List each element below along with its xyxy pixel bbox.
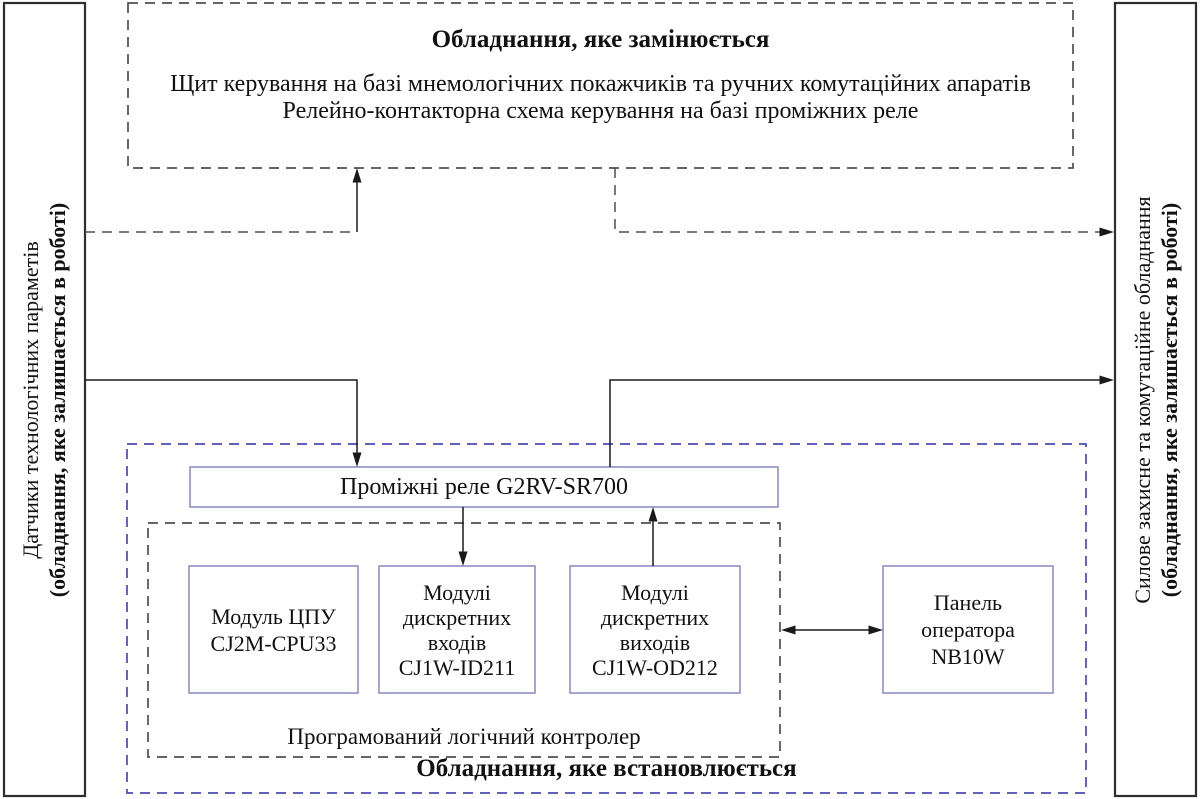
cpu-module-line1: Модуль ЦПУ <box>211 603 336 629</box>
replaced-to-power-dashed-line <box>614 168 1102 233</box>
left-sidebar-line1: Датчики технологічних параметів <box>18 240 43 559</box>
cpu-module-box: Модуль ЦПУ CJ2M-CPU33 <box>189 566 358 693</box>
installed-equipment-title: Обладнання, яке встановлюється <box>416 755 797 782</box>
left-sidebar-line2: (обладнання, яке залишається в роботі) <box>45 202 70 597</box>
replaced-equipment-title: Обладнання, яке замінюється <box>431 26 770 53</box>
left-sidebar-sensors: Датчики технологічних параметів (обладна… <box>3 2 85 797</box>
cpu-module-line2: CJ2M-CPU33 <box>210 630 337 656</box>
arrowhead-right-into-power-top <box>1099 227 1114 237</box>
input-module-line3: входів <box>427 629 487 655</box>
installed-equipment-box-border <box>126 443 1087 794</box>
arrowhead-up-into-replaced <box>352 168 362 183</box>
plc-box-border <box>147 522 781 758</box>
relay-box: Проміжні реле G2RV-SR700 <box>190 467 778 507</box>
operator-panel-box: Панель оператора NB10W <box>883 566 1053 693</box>
arrowhead-right-into-panel <box>868 625 883 635</box>
relay-box-border <box>189 466 779 508</box>
operator-panel-line1: Панель <box>933 590 1003 615</box>
replaced-equipment-box-border <box>127 2 1074 169</box>
plc-caption: Програмований логічний контролер <box>287 724 641 749</box>
input-module-line2: дискретних <box>402 604 512 630</box>
right-sidebar-text: Силове захисне та комутаційне обладнання… <box>1129 196 1183 603</box>
left-sidebar-box-border <box>2 1 87 798</box>
input-module-box: Модулі дискретних входів CJ1W-ID211 <box>379 566 535 693</box>
left-sidebar-text: Датчики технологічних параметів (обладна… <box>17 202 71 597</box>
replaced-equipment-line1: Щит керування на базі мнемологічних пока… <box>170 71 1031 97</box>
output-module-line2: дискретних <box>600 604 710 630</box>
relay-box-label: Проміжні реле G2RV-SR700 <box>340 473 628 500</box>
right-sidebar-box-border <box>1113 1 1198 798</box>
right-sidebar-power-equipment: Силове захисне та комутаційне обладнання… <box>1115 2 1197 797</box>
arrowhead-down-into-relay <box>352 452 362 467</box>
arrowhead-down-into-input-module <box>458 551 468 566</box>
right-sidebar-line2: (обладнання, яке залишається в роботі) <box>1157 202 1182 597</box>
sensors-to-relay-line <box>85 379 358 455</box>
input-module-line4: CJ1W-ID211 <box>398 654 516 680</box>
input-module-box-border <box>378 565 536 694</box>
output-module-line4: CJ1W-OD212 <box>592 654 718 680</box>
arrowhead-right-into-power-bottom <box>1099 375 1114 385</box>
arrowhead-left-into-plc <box>781 625 796 635</box>
cpu-module-box-border <box>188 565 359 694</box>
output-module-line3: виходів <box>619 629 691 655</box>
replaced-equipment-line2: Релейно-контакторна схема керування на б… <box>282 98 919 124</box>
output-module-box-border <box>569 565 741 694</box>
input-module-line1: Модулі <box>423 579 491 605</box>
output-module-line1: Модулі <box>621 579 689 605</box>
operator-panel-box-border <box>882 565 1054 694</box>
output-module-box: Модулі дискретних виходів CJ1W-OD212 <box>570 566 740 693</box>
arrowhead-up-into-relay-bottom <box>648 507 658 522</box>
right-sidebar-line1: Силове захисне та комутаційне обладнання <box>1130 195 1155 604</box>
operator-panel-line3: NB10W <box>931 644 1005 669</box>
operator-panel-line2: оператора <box>921 617 1015 642</box>
relay-to-power-line <box>609 379 1102 467</box>
